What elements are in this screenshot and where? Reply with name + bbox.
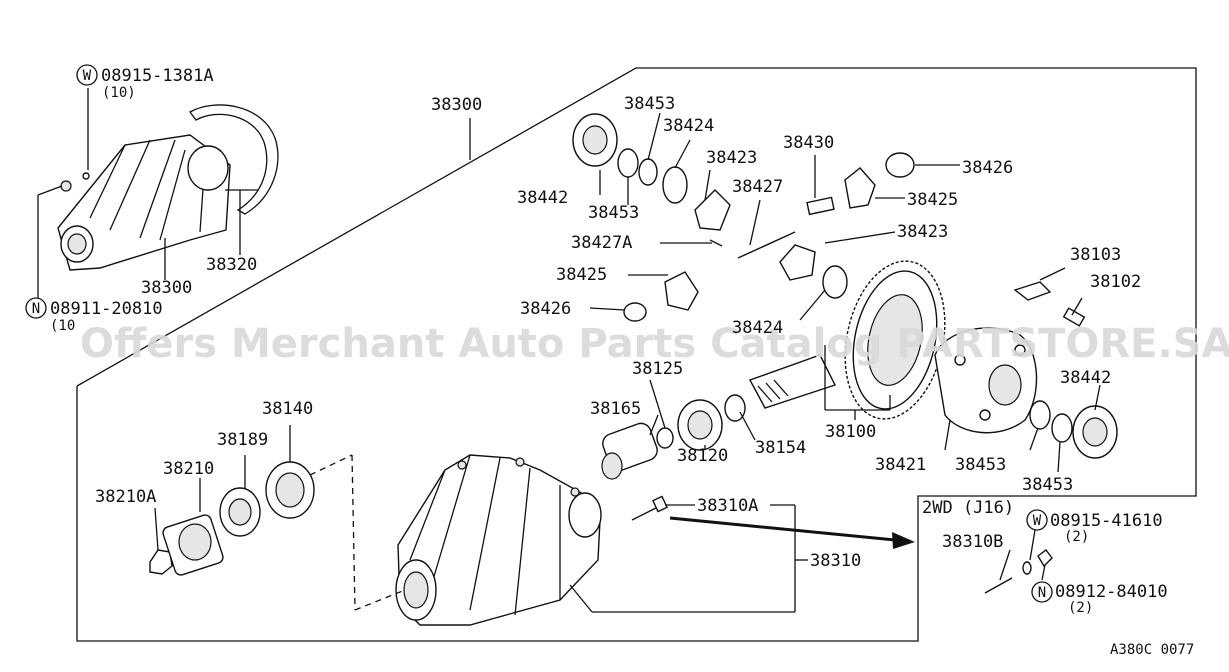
label-38453-bottom: 38453 — [1022, 475, 1073, 495]
label-38421: 38421 — [875, 455, 926, 475]
label-08915-41610: 08915-41610 — [1050, 511, 1163, 531]
watermark: Offers Merchant Auto Parts Catalog PARTS… — [80, 321, 1229, 367]
label-38427a: 38427A — [571, 233, 632, 253]
label-38310a: 38310A — [697, 496, 758, 516]
label-38427: 38427 — [732, 177, 783, 197]
label-38424-mid: 38424 — [732, 318, 783, 338]
label-38453-low: 38453 — [955, 455, 1006, 475]
carrier-housing-38310 — [395, 454, 602, 626]
washer-symbol-text: W — [83, 68, 92, 84]
label-38442-top: 38442 — [517, 188, 568, 208]
label-qty-10-top: (10) — [102, 85, 136, 101]
label-38102: 38102 — [1090, 272, 1141, 292]
side-gears — [572, 113, 915, 322]
leader-lines — [37, 88, 1101, 613]
nut-symbol-left: N — [25, 297, 47, 319]
washer-symbol-inset: W — [1026, 509, 1048, 531]
label-38165: 38165 — [590, 399, 641, 419]
bolt-38310a — [631, 495, 668, 521]
ring-gear — [824, 260, 946, 420]
dash-line-upper — [309, 454, 353, 476]
label-08915-1381a: 08915-1381A — [101, 66, 214, 86]
label-38453-mid: 38453 — [588, 203, 639, 223]
nut-symbol-inset-text: N — [1038, 585, 1046, 601]
nut-symbol-text: N — [32, 301, 40, 317]
label-2wd-j16: 2WD (J16) — [922, 498, 1014, 518]
pinion-parts — [601, 354, 836, 480]
label-38310: 38310 — [810, 551, 861, 571]
label-38210: 38210 — [163, 459, 214, 479]
label-38425-top: 38425 — [907, 190, 958, 210]
label-38425-mid: 38425 — [556, 265, 607, 285]
label-08912-84010: 08912-84010 — [1055, 582, 1168, 602]
label-38140: 38140 — [262, 399, 313, 419]
label-38120: 38120 — [677, 446, 728, 466]
label-38442-right: 38442 — [1060, 368, 1111, 388]
differential-case — [934, 281, 1118, 459]
label-38103: 38103 — [1070, 245, 1121, 265]
label-qty-10-left: (10 — [50, 318, 75, 334]
dash-line-top — [351, 454, 356, 611]
label-38453-top: 38453 — [624, 94, 675, 114]
dash-line-diag — [354, 589, 406, 611]
nut-symbol-inset: N — [1031, 581, 1053, 603]
assembly-frame — [76, 67, 1197, 642]
label-38320: 38320 — [206, 255, 257, 275]
label-38310b: 38310B — [942, 532, 1003, 552]
label-38423-top: 38423 — [706, 148, 757, 168]
label-38154: 38154 — [755, 438, 806, 458]
inset-parts — [984, 549, 1053, 594]
washer-symbol-top: W — [76, 64, 98, 86]
label-08911-20810: 08911-20810 — [50, 299, 163, 319]
label-38189: 38189 — [217, 430, 268, 450]
label-38426-top: 38426 — [962, 158, 1013, 178]
inset-arrow-head — [892, 532, 915, 549]
housing-assembly-small — [57, 104, 279, 271]
label-figure-code: A380C 0077 — [1110, 642, 1194, 658]
part-labels: 08915-1381A (10) 38300 38320 38300 08911… — [50, 66, 1194, 658]
label-38125: 38125 — [632, 359, 683, 379]
label-38300-housing: 38300 — [141, 278, 192, 298]
front-parts — [149, 461, 315, 576]
label-38423-mid: 38423 — [897, 222, 948, 242]
washer-symbol-inset-text: W — [1033, 513, 1042, 529]
label-38426-mid: 38426 — [520, 299, 571, 319]
label-38424-top: 38424 — [663, 116, 714, 136]
label-38300-frame: 38300 — [431, 95, 482, 115]
label-qty-2-top: (2) — [1064, 529, 1089, 545]
label-38100: 38100 — [825, 422, 876, 442]
label-38210a: 38210A — [95, 487, 156, 507]
inset-arrow — [669, 516, 896, 542]
label-38430: 38430 — [783, 133, 834, 153]
label-qty-2-bottom: (2) — [1068, 600, 1093, 616]
